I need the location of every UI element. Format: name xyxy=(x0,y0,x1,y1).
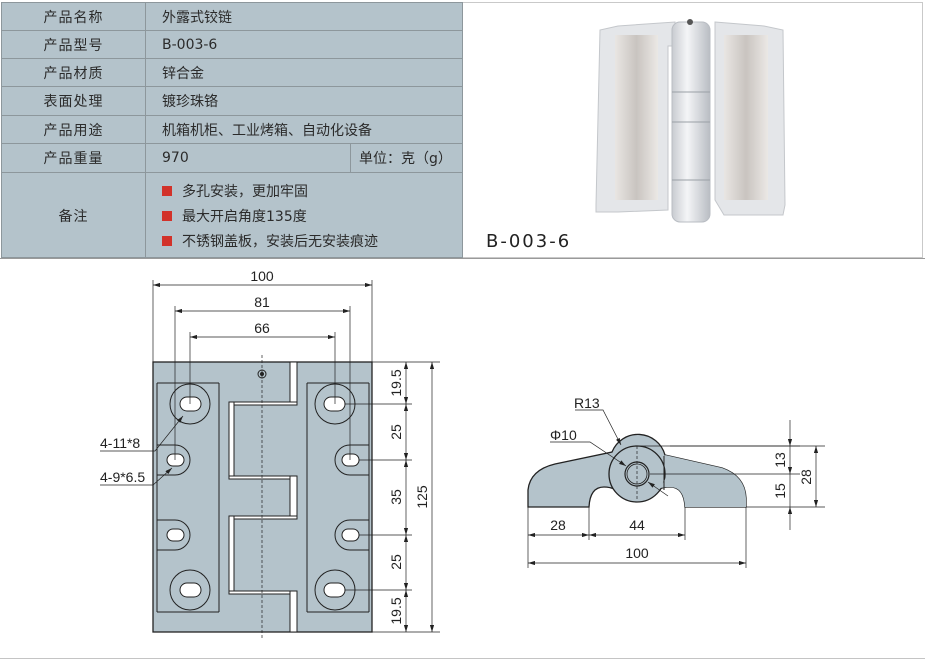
note-item: 多孔安装，更加牢固 xyxy=(162,178,308,203)
dim-v4: 25 xyxy=(388,554,404,570)
spec-label: 备注 xyxy=(2,173,146,258)
hinge-photo xyxy=(595,19,786,223)
side-view xyxy=(527,409,825,568)
dim-side-height: 28 xyxy=(798,469,814,485)
mounting-holes xyxy=(157,383,369,611)
label-hole-large: 4-11*8 xyxy=(100,435,140,451)
spec-row-weight: 产品重量 970 单位：克（g） xyxy=(2,144,462,173)
label-radius: R13 xyxy=(574,395,600,411)
dim-v1: 19.5 xyxy=(388,369,404,396)
dim-side-top: 13 xyxy=(772,452,788,468)
spec-unit: 单位：克（g） xyxy=(350,144,462,172)
bullet-square-icon xyxy=(162,210,172,221)
note-item: 不锈钢盖板，安装后无安装痕迹 xyxy=(162,228,378,253)
spec-value: 970 xyxy=(162,150,189,166)
spec-row-finish: 表面处理 镀珍珠铬 xyxy=(2,87,462,116)
knuckle-gaps xyxy=(228,361,298,633)
spec-value: B-003-6 xyxy=(162,36,218,53)
spec-value: 锌合金 xyxy=(162,65,204,82)
note-text: 最大开启角度135度 xyxy=(182,208,307,225)
spec-label: 产品名称 xyxy=(2,3,146,30)
label-diameter: Φ10 xyxy=(550,427,577,443)
spec-label: 表面处理 xyxy=(2,87,146,115)
bullet-square-icon xyxy=(162,185,172,196)
section-divider xyxy=(0,258,925,259)
spec-label: 产品型号 xyxy=(2,31,146,58)
product-photo-panel xyxy=(463,2,923,258)
notes-list: 多孔安装，更加牢固 最大开启角度135度 不锈钢盖板，安装后无安装痕迹 xyxy=(162,173,378,258)
note-text: 多孔安装，更加牢固 xyxy=(182,183,308,200)
photo-model-label: B-003-6 xyxy=(486,231,572,252)
dim-width-holes-inner: 66 xyxy=(254,320,270,336)
spec-table: 产品名称 外露式铰链 产品型号 B-003-6 产品材质 锌合金 表面处理 镀珍… xyxy=(1,2,463,258)
dim-width-overall: 100 xyxy=(250,268,274,284)
spec-row-name: 产品名称 外露式铰链 xyxy=(2,3,462,31)
dim-v3: 35 xyxy=(388,489,404,505)
note-text: 不锈钢盖板，安装后无安装痕迹 xyxy=(182,233,378,250)
spec-label: 产品用途 xyxy=(2,116,146,143)
dim-side-bottom: 15 xyxy=(772,483,788,499)
spec-value: 机箱机柜、工业烤箱、自动化设备 xyxy=(162,122,372,139)
spec-value: 外露式铰链 xyxy=(162,9,232,26)
spec-label: 产品材质 xyxy=(2,59,146,86)
spec-row-material: 产品材质 锌合金 xyxy=(2,59,462,87)
note-item: 最大开启角度135度 xyxy=(162,203,307,228)
label-hole-small: 4-9*6.5 xyxy=(100,469,145,485)
dim-height-overall: 125 xyxy=(414,485,430,509)
dim-side-overall: 100 xyxy=(625,545,649,561)
spec-row-usage: 产品用途 机箱机柜、工业烤箱、自动化设备 xyxy=(2,116,462,144)
spec-value: 镀珍珠铬 xyxy=(162,94,218,110)
spec-row-model: 产品型号 B-003-6 xyxy=(2,31,462,59)
dim-side-left: 28 xyxy=(550,517,566,533)
bottom-border xyxy=(0,658,925,659)
dim-side-notch: 44 xyxy=(629,517,645,533)
bullet-square-icon xyxy=(162,235,172,246)
dim-v2: 25 xyxy=(388,424,404,440)
dim-width-holes-outer: 81 xyxy=(254,294,270,310)
front-view xyxy=(100,280,440,640)
spec-label: 产品重量 xyxy=(2,144,146,172)
spec-row-notes: 备注 多孔安装，更加牢固 最大开启角度135度 不锈钢盖板，安装后无安装痕迹 xyxy=(2,173,462,258)
dim-v5: 19.5 xyxy=(388,597,404,624)
